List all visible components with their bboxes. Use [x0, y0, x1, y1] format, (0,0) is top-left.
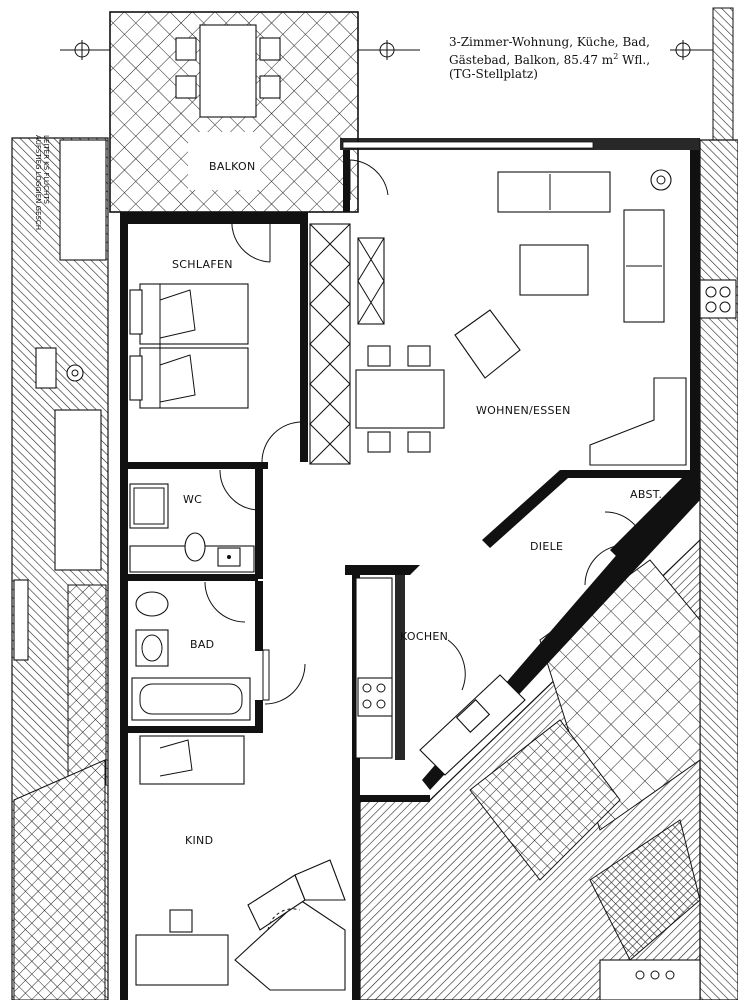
room-label-bad: BAD: [190, 638, 214, 651]
interior-walls: [128, 212, 690, 760]
description-line-1: 3-Zimmer-Wohnung, Küche, Bad,: [449, 35, 650, 49]
description-line-3: (TG-Stellplatz): [449, 67, 538, 81]
room-label-diele: DIELE: [530, 540, 563, 553]
doors: [204, 159, 646, 705]
neighbor-note-line1: LEITER KS FLUCHTS: [42, 135, 50, 205]
room-label-balkon: BALKON: [209, 160, 256, 173]
axis-markers: [60, 40, 713, 60]
room-label-kochen: KOCHEN: [400, 630, 448, 643]
neighbor-note-line2: AUFSTIEG LOGGIEN GESCH.: [34, 135, 42, 232]
room-label-wohnen: WOHNEN/ESSEN: [476, 404, 571, 417]
wc-fixtures: [129, 483, 255, 573]
description-line-2: Gästebad, Balkon, 85.47 m2 Wfl.,: [449, 50, 659, 68]
bathroom-fixtures: [131, 591, 251, 721]
neighbor-note: LEITER KS FLUCHTS AUFSTIEG LOGGIEN GESCH…: [34, 135, 50, 232]
kids-room-furniture: [135, 735, 346, 991]
living-furniture: [355, 169, 687, 466]
apartment-description: 3-Zimmer-Wohnung, Küche, Bad, Gästebad, …: [449, 35, 659, 82]
description-line-2-suffix: Wfl.,: [618, 52, 651, 67]
kitchen-fixtures: [355, 577, 526, 776]
room-label-wc: WC: [183, 493, 202, 506]
description-line-2-text: Gästebad, Balkon, 85.47 m: [449, 52, 614, 67]
room-label-abst: ABST.: [630, 488, 662, 501]
neighbor-area-left: [11, 137, 109, 1000]
neighbor-area-bottom-right: [359, 538, 701, 1000]
neighbor-area-right-strip: [699, 7, 738, 1000]
room-label-kind: KIND: [185, 834, 213, 847]
balcony: [109, 11, 359, 213]
area-unit-superscript: 2: [613, 51, 619, 61]
room-label-schlafen: SCHLAFEN: [172, 258, 233, 271]
bedroom-furniture: [129, 223, 351, 465]
